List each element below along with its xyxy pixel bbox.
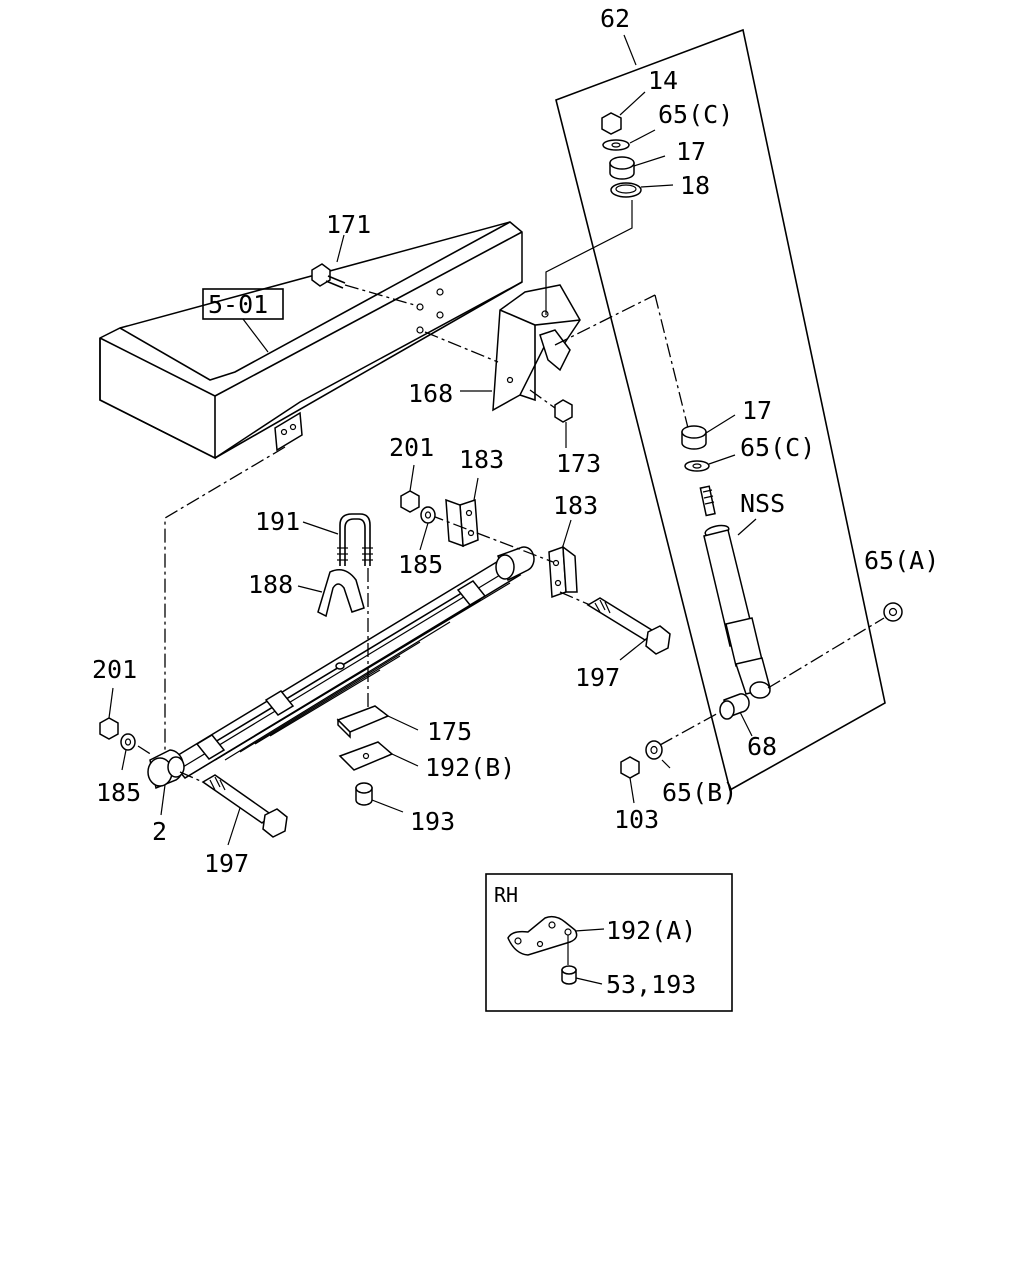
label-201-top: 201 [389, 433, 434, 462]
label-171: 171 [326, 210, 371, 239]
label-185-top: 185 [398, 550, 443, 579]
label-175: 175 [427, 717, 472, 746]
nut-201-top [400, 464, 420, 513]
label-62: 62 [600, 4, 630, 33]
frame-rail [99, 221, 523, 460]
bolt-197-right [559, 591, 671, 661]
shock-assembly-outline [555, 28, 886, 792]
label-188: 188 [248, 570, 293, 599]
label-193: 193 [410, 807, 455, 836]
upper-washer-65c [602, 129, 656, 151]
leader-18-to-bracket [545, 200, 633, 315]
label-2: 2 [152, 817, 167, 846]
plate-175 [336, 705, 419, 739]
upper-washer-18 [610, 182, 674, 198]
shock-absorber-nss [699, 485, 771, 699]
label-183-a: 183 [459, 445, 504, 474]
label-197-right: 197 [575, 663, 620, 692]
u-bolt-191 [302, 513, 373, 710]
label-191: 191 [255, 507, 300, 536]
seat-192a [507, 915, 605, 965]
washer-65a [767, 602, 903, 689]
label-18: 18 [680, 171, 710, 200]
spacer-193 [355, 782, 404, 813]
label-5-01: 5-01 [208, 290, 268, 319]
spacer-53-193 [561, 965, 603, 985]
nut-173 [529, 389, 573, 448]
label-65c-top: 65(C) [658, 100, 733, 129]
bracket-168 [424, 284, 581, 412]
shock-centerline [554, 294, 656, 346]
label-nss: NSS [740, 489, 785, 518]
leaf-spring [168, 546, 535, 779]
bolt-197-left [179, 771, 288, 846]
nut-103 [620, 756, 640, 804]
label-192a: 192(A) [606, 916, 696, 945]
shackle-183-a [445, 477, 479, 548]
clamp-188 [297, 569, 365, 618]
frame-to-spring-line [164, 446, 286, 752]
label-201-left: 201 [92, 655, 137, 684]
label-183-b: 183 [553, 491, 598, 520]
label-65c-mid: 65(C) [740, 433, 815, 462]
washer-185-left [120, 733, 153, 771]
bushing-68 [659, 693, 753, 746]
label-14: 14 [648, 66, 678, 95]
rh-inset: RH 192(A) 53,193 [485, 873, 733, 1012]
seat-192b [338, 741, 419, 771]
label-168: 168 [408, 379, 453, 408]
bolt-171 [311, 234, 419, 307]
inset-title: RH [494, 883, 518, 907]
label-53-193: 53,193 [606, 970, 696, 999]
upper-bushing-17 [609, 155, 666, 180]
spring-eye-2 [147, 749, 185, 816]
label-65a: 65(A) [864, 546, 939, 575]
shackle-183-b [548, 519, 578, 599]
label-65b: 65(B) [662, 778, 737, 807]
shackle-axis [429, 514, 554, 563]
lower-bushing-17 [681, 414, 736, 450]
reference-5-01 [202, 288, 284, 353]
label-17-top: 17 [676, 137, 706, 166]
upper-nut-14 [601, 91, 646, 135]
shock-centerline-b [654, 294, 689, 429]
callout-labels: 62 14 65(C) 17 18 171 5-01 168 173 17 65… [92, 4, 939, 878]
label-68: 68 [747, 732, 777, 761]
label-103: 103 [614, 805, 659, 834]
label-173: 173 [556, 449, 601, 478]
lower-washer-65c [684, 454, 736, 472]
label-197-left: 197 [204, 849, 249, 878]
label-192b: 192(B) [425, 753, 515, 782]
label-185-left: 185 [96, 778, 141, 807]
washer-65b [645, 740, 671, 769]
washer-185-top [419, 506, 436, 551]
label-17-mid: 17 [742, 396, 772, 425]
nut-201-left [99, 687, 119, 740]
